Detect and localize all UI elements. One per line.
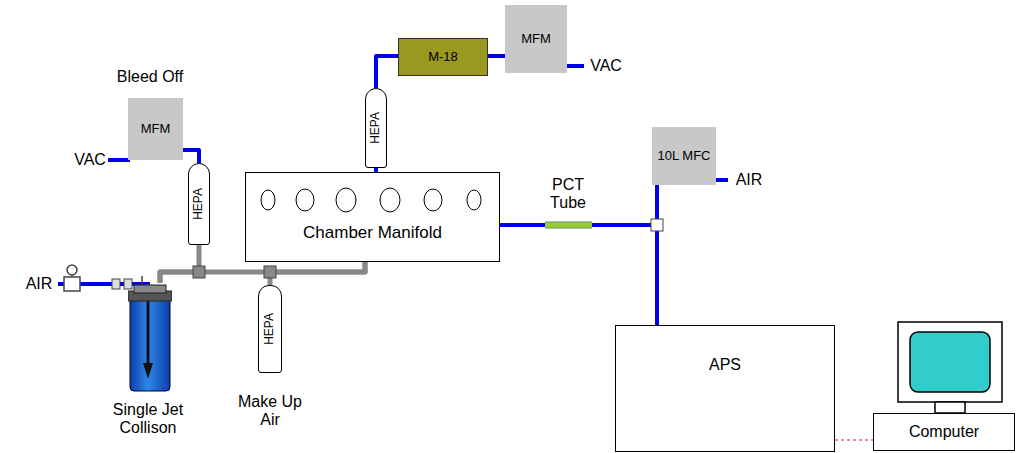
port-label: VAC [586, 57, 626, 75]
mfc-box: 10L MFC [652, 127, 716, 185]
port-label: AIR [730, 171, 768, 189]
collison-nebulizer: Single Jet Collison [86, 283, 210, 445]
pct-tube-edge [545, 222, 592, 223]
node-text: M-18 [425, 50, 461, 65]
hepa-filter: HEPA [188, 163, 210, 245]
hepa-body: HEPA [258, 285, 282, 373]
m18-box: M-18 [398, 38, 488, 76]
port-label: AIR [20, 275, 58, 293]
caption-text: Single Jet Collison [86, 401, 210, 438]
mfm-box: Bleed OffMFM [108, 68, 192, 162]
node-text: HEPA [192, 188, 206, 220]
tee-fitting [264, 266, 276, 278]
node-text: 10L MFC [655, 149, 714, 164]
port-label: VAC [72, 151, 108, 169]
node-text: MFM [141, 122, 171, 137]
chamber-manifold: Chamber Manifold [245, 172, 500, 262]
computer-box: Computer [873, 413, 1015, 451]
node-text: Computer [906, 423, 982, 441]
vac-line [566, 64, 584, 68]
vac-line [108, 158, 130, 162]
computer-monitor [898, 322, 1002, 413]
mfm-body: MFM [128, 98, 183, 160]
chamber-ports [261, 188, 481, 212]
node-text: MFM [518, 32, 554, 47]
node-text: APS [706, 356, 744, 374]
node-text: HEPA [263, 313, 277, 345]
aps-instrument: APS [615, 325, 835, 452]
jar-drawing [128, 283, 172, 395]
pct-tube [545, 223, 592, 228]
collison-jar [128, 283, 172, 395]
tube-label: PCT Tube [546, 176, 590, 213]
flow-line [500, 225, 657, 325]
hepa-filter: HEPA [365, 88, 387, 168]
pct-tube-edge [545, 228, 592, 229]
tee-fitting [193, 266, 205, 278]
caption-text: Make Up Air [235, 393, 305, 430]
mfm-box: MFM [505, 5, 567, 73]
node-text: HEPA [369, 112, 383, 144]
hepa-filter: HEPA Make Up Air [235, 285, 305, 445]
flow-line [488, 54, 505, 58]
heading-text: Bleed Off [108, 68, 192, 86]
tee-fitting [651, 219, 663, 231]
flow-line [183, 150, 199, 163]
flow-line [655, 185, 659, 325]
flow-line [376, 56, 398, 88]
tubing [270, 262, 365, 285]
node-text: Chamber Manifold [246, 223, 499, 243]
data-cable [835, 439, 873, 440]
